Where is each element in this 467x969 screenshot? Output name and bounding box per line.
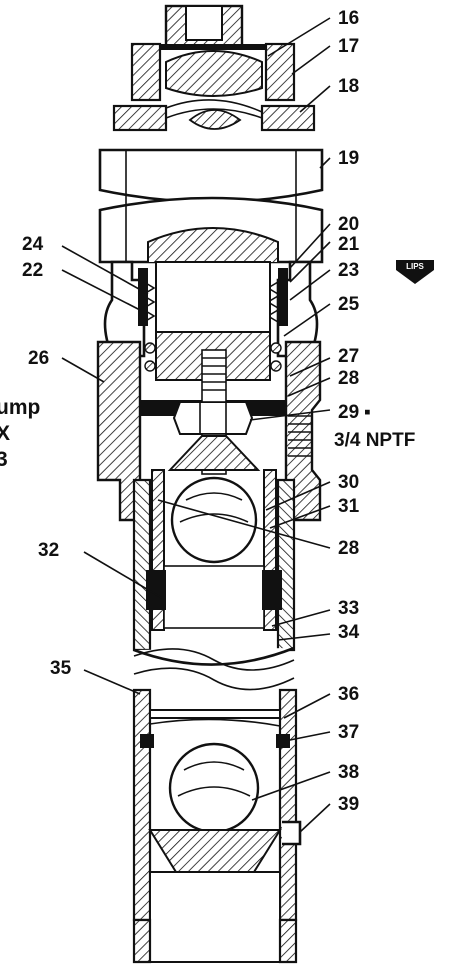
foot-valve xyxy=(132,688,302,964)
cylinder-tube xyxy=(98,148,324,264)
side-title-line-1: ump xyxy=(0,396,40,419)
callout-25: 25 xyxy=(338,294,360,315)
outer-tube xyxy=(132,478,296,666)
callout-26: 26 xyxy=(28,348,49,369)
callout-27: 27 xyxy=(338,346,359,367)
callout-38: 38 xyxy=(338,762,359,783)
callout-19: 19 xyxy=(338,148,359,169)
nptf-port-label: 3/4 NPTF xyxy=(334,430,415,451)
callout-35: 35 xyxy=(50,658,72,679)
callout-labels: 16 17 18 19 20 21 22 23 24 25 26 27 28 2… xyxy=(22,8,415,815)
top-plug xyxy=(164,4,244,48)
callout-21: 21 xyxy=(338,234,360,255)
lips-badge: LIPS xyxy=(396,260,434,284)
side-title-line-2: X xyxy=(0,422,10,445)
callout-30: 30 xyxy=(338,472,359,493)
callout-37: 37 xyxy=(338,722,359,743)
flange-nut xyxy=(112,104,316,132)
callout-31: 31 xyxy=(338,496,360,517)
side-title-line-3: 3 xyxy=(0,448,8,471)
callout-28-upper: 28 xyxy=(338,368,359,389)
callout-20: 20 xyxy=(338,214,359,235)
lips-badge-label: LIPS xyxy=(406,262,424,271)
callout-33: 33 xyxy=(338,598,359,619)
callout-29: 29 xyxy=(338,402,359,423)
callout-24: 24 xyxy=(22,234,44,255)
callout-23: 23 xyxy=(338,260,359,281)
callout-32: 32 xyxy=(38,540,59,561)
callout-36: 36 xyxy=(338,684,359,705)
callout-16: 16 xyxy=(338,8,359,29)
break-line xyxy=(133,648,295,691)
pump-body xyxy=(96,340,322,522)
callout-28-lower: 28 xyxy=(338,538,359,559)
callout-17: 17 xyxy=(338,36,359,57)
part29-marker: ▪ xyxy=(364,402,371,423)
callout-22: 22 xyxy=(22,260,43,281)
leader-lines xyxy=(61,17,331,833)
valve-cage xyxy=(151,469,277,631)
side-title: ump X 3 xyxy=(0,396,40,471)
callout-39: 39 xyxy=(338,794,359,815)
top-nipple xyxy=(130,42,296,130)
callout-18: 18 xyxy=(338,76,359,97)
callout-34: 34 xyxy=(338,622,360,643)
